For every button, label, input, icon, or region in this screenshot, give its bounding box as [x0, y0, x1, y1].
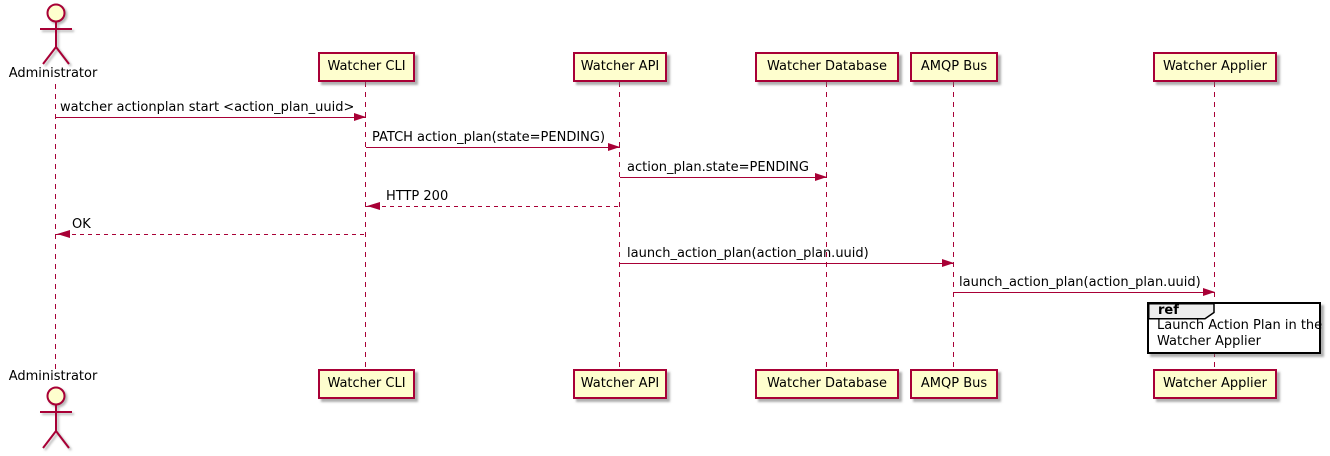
lifeline-administrator	[55, 84, 56, 370]
message-label: launch_action_plan(action_plan.uuid)	[627, 246, 869, 261]
message-line	[366, 147, 620, 148]
participant-amqp-bus-top: AMQP Bus	[910, 52, 998, 82]
message-label: watcher actionplan start <action_plan_uu…	[60, 100, 355, 115]
arrowhead	[367, 202, 380, 210]
message-label: launch_action_plan(action_plan.uuid)	[959, 275, 1201, 290]
message-label: HTTP 200	[386, 189, 449, 204]
arrowhead	[354, 113, 366, 121]
ref-header-shape	[1148, 303, 1215, 320]
ref-label-line1: Launch Action Plan in the	[1157, 318, 1323, 333]
lifeline-watcher-database	[826, 82, 827, 370]
message-label: PATCH action_plan(state=PENDING)	[372, 130, 606, 145]
message-label: OK	[72, 217, 91, 232]
participant-watcher-applier-top: Watcher Applier	[1153, 52, 1277, 82]
participant-amqp-bus-bottom: AMQP Bus	[910, 369, 998, 399]
participant-watcher-api-bottom: Watcher API	[573, 369, 667, 399]
participant-watcher-cli-bottom: Watcher CLI	[318, 369, 415, 399]
message-line	[620, 263, 954, 264]
lifeline-watcher-cli	[365, 82, 366, 370]
message-line	[366, 206, 620, 207]
arrowhead	[57, 230, 70, 238]
ref-label-line2: Watcher Applier	[1157, 334, 1261, 349]
message-line	[620, 177, 827, 178]
arrowhead	[942, 259, 954, 267]
lifeline-watcher-api	[619, 82, 620, 370]
message-label: action_plan.state=PENDING	[627, 160, 809, 175]
arrowhead	[1203, 288, 1215, 296]
message-line	[56, 234, 366, 235]
actor-icon	[40, 3, 72, 65]
message-line	[56, 117, 366, 118]
lifeline-watcher-applier	[1214, 82, 1215, 370]
participant-watcher-database-bottom: Watcher Database	[755, 369, 899, 399]
actor-label-bottom: Administrator	[8, 369, 98, 384]
arrowhead	[815, 173, 827, 181]
actor-label-top: Administrator	[8, 66, 98, 81]
ref-fragment: ref Launch Action Plan in the Watcher Ap…	[1147, 302, 1323, 354]
participant-watcher-api-top: Watcher API	[573, 52, 667, 82]
participant-watcher-cli-top: Watcher CLI	[318, 52, 415, 82]
actor-icon	[40, 386, 72, 449]
participant-watcher-applier-bottom: Watcher Applier	[1153, 369, 1277, 399]
lifeline-amqp-bus	[953, 82, 954, 370]
participant-watcher-database-top: Watcher Database	[755, 52, 899, 82]
arrowhead	[608, 143, 620, 151]
ref-keyword: ref	[1158, 303, 1179, 318]
message-line	[954, 292, 1215, 293]
